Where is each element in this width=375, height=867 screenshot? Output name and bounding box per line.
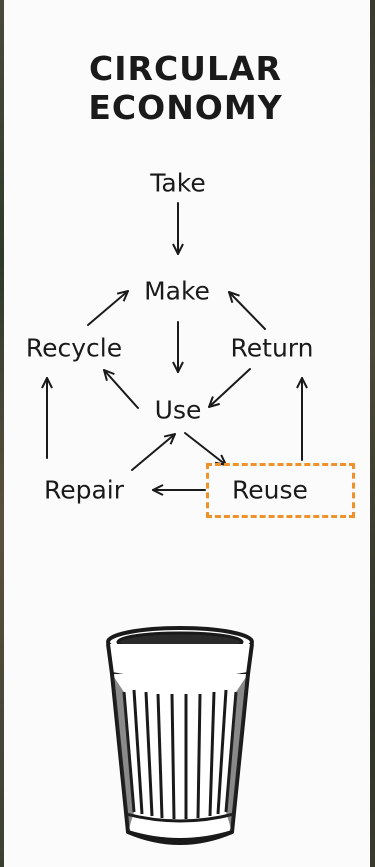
arrow-return-to-make (229, 292, 266, 330)
trash-can-icon (106, 626, 254, 845)
node-make: Make (144, 276, 210, 306)
reuse-highlight-box (206, 463, 355, 518)
node-repair: Repair (43, 475, 125, 505)
node-reuse: Reuse (232, 475, 308, 505)
node-return: Return (230, 333, 314, 363)
right-background-edge (370, 0, 375, 867)
title-line-2: ECONOMY (88, 88, 283, 127)
arrow-repair-to-use (131, 434, 175, 471)
arrow-use-to-recycle (104, 370, 139, 409)
arrow-use-to-reuse (184, 432, 226, 465)
node-use: Use (154, 395, 202, 425)
arrow-recycle-to-make (87, 291, 128, 326)
node-recycle: Recycle (25, 333, 123, 363)
left-background-edge (0, 0, 4, 867)
title-line-1: CIRCULAR (89, 49, 282, 88)
node-take: Take (150, 168, 206, 198)
arrow-return-to-use (209, 368, 251, 407)
